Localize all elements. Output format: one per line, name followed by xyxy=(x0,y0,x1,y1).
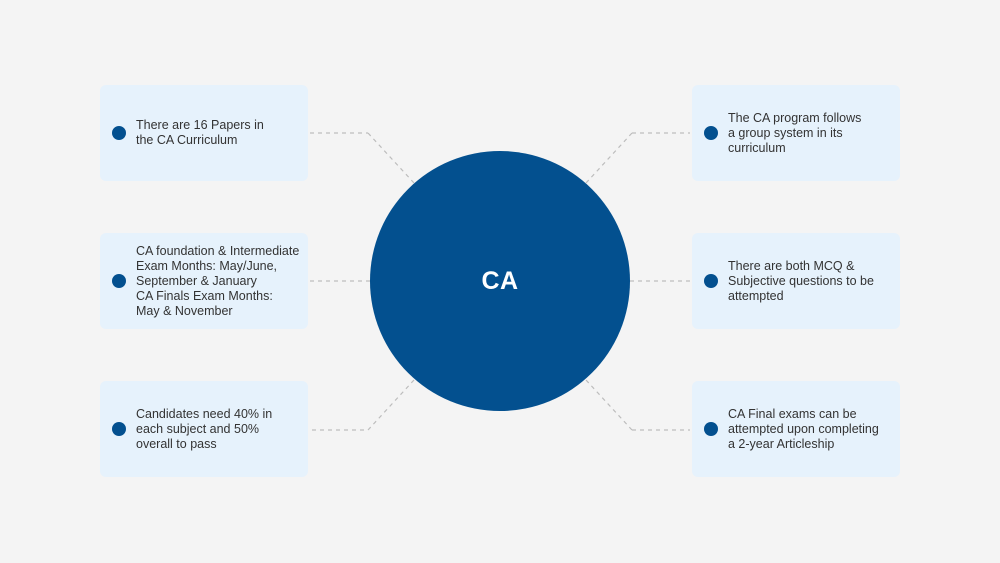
connector-right-top-d xyxy=(585,132,633,184)
bullet-dot xyxy=(112,422,126,436)
info-card-pass-criteria: Candidates need 40% in each subject and … xyxy=(100,381,308,477)
info-card-exam-months: CA foundation & Intermediate Exam Months… xyxy=(100,233,308,329)
bullet-dot xyxy=(112,274,126,288)
connector-right-bottom-d xyxy=(585,379,633,431)
info-card-question-types: There are both MCQ & Subjective question… xyxy=(692,233,900,329)
info-card-text: CA foundation & Intermediate Exam Months… xyxy=(136,243,300,318)
info-card-papers: There are 16 Papers in the CA Curriculum xyxy=(100,85,308,181)
info-card-text: CA Final exams can be attempted upon com… xyxy=(728,406,879,451)
center-node: CA xyxy=(370,151,630,411)
info-card-articleship: CA Final exams can be attempted upon com… xyxy=(692,381,900,477)
connector-left-top-d xyxy=(367,132,415,184)
bullet-dot xyxy=(112,126,126,140)
info-card-text: The CA program follows a group system in… xyxy=(728,110,862,155)
info-card-group-system: The CA program follows a group system in… xyxy=(692,85,900,181)
info-card-text: Candidates need 40% in each subject and … xyxy=(136,406,273,451)
bullet-dot xyxy=(704,126,718,140)
info-card-text: There are 16 Papers in the CA Curriculum xyxy=(136,118,264,147)
info-card-text: There are both MCQ & Subjective question… xyxy=(728,258,874,303)
center-label: CA xyxy=(481,266,519,295)
connector-left-bottom-d xyxy=(367,379,415,431)
bullet-dot xyxy=(704,422,718,436)
bullet-dot xyxy=(704,274,718,288)
